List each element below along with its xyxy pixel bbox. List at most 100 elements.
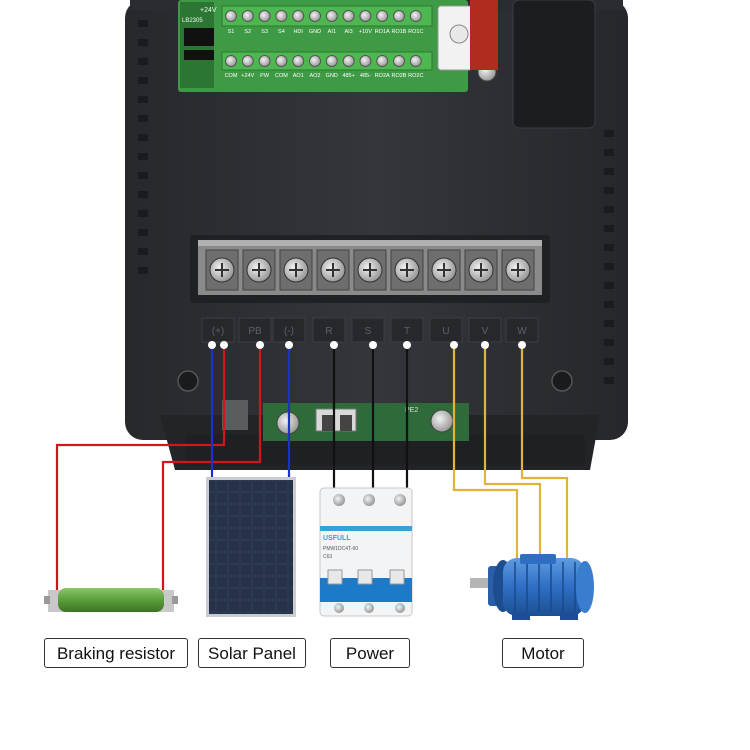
vent-slot <box>604 377 614 384</box>
control-terminal-label: RO2C <box>408 73 423 79</box>
vent-slot <box>138 115 148 122</box>
screw-icon[interactable] <box>325 55 338 67</box>
terminal-label: (-) <box>284 326 294 337</box>
connection-dot <box>220 341 228 349</box>
board-small-print: +24V <box>200 7 217 14</box>
motor-caption: Motor <box>502 638 584 668</box>
control-terminal-label: 485- <box>360 73 371 79</box>
screw-icon[interactable] <box>409 55 422 67</box>
vent-slot <box>138 191 148 198</box>
breaker-brand: USFULL <box>323 535 351 542</box>
vent-slot <box>138 210 148 217</box>
screw-icon[interactable] <box>258 55 271 67</box>
circuit-breaker-icon: USFULL PMW1DC4T-60 C63 <box>319 487 413 617</box>
connection-dot <box>256 341 264 349</box>
control-terminal-label: S2 <box>244 29 251 35</box>
screw-icon[interactable] <box>409 10 422 22</box>
vent-slot <box>604 282 614 289</box>
yellow-wire <box>452 345 519 565</box>
red-wire <box>55 345 226 592</box>
power-terminal-block <box>190 235 550 303</box>
vent-slot <box>604 187 614 194</box>
control-terminal-label: S4 <box>278 29 285 35</box>
housing-vents <box>138 20 614 384</box>
connection-dot <box>208 341 216 349</box>
screw-icon[interactable] <box>292 55 305 67</box>
vent-slot <box>604 206 614 213</box>
screw-icon[interactable] <box>225 55 237 67</box>
screw-icon[interactable] <box>376 10 389 22</box>
vent-slot <box>604 320 614 327</box>
screw-icon[interactable] <box>225 10 237 22</box>
screw-icon[interactable] <box>393 55 405 67</box>
pe-label: PE2 <box>405 407 418 414</box>
control-terminal-label: +24V <box>241 73 254 79</box>
screw-icon[interactable] <box>309 55 321 67</box>
control-terminal-label: PW <box>260 73 270 79</box>
yellow-wire <box>520 345 569 565</box>
screw-icon[interactable] <box>359 55 372 67</box>
control-terminal-label: RO1C <box>408 29 423 35</box>
control-terminal-label: AO1 <box>293 73 304 79</box>
control-terminal-label: COM <box>275 73 288 79</box>
screw-icon[interactable] <box>258 10 271 22</box>
vent-slot <box>138 77 148 84</box>
motor-icon <box>470 554 594 620</box>
control-terminal-label: RO2B <box>392 73 407 79</box>
screw-icon[interactable] <box>342 55 355 67</box>
screw-icon <box>430 409 454 433</box>
vent-slot <box>138 267 148 274</box>
screw-icon[interactable] <box>275 55 288 67</box>
vent-slot <box>138 134 148 141</box>
control-terminal-label: 485+ <box>342 73 354 79</box>
terminal-label: V <box>482 326 489 337</box>
screw-icon[interactable] <box>359 10 372 22</box>
yellow-wire <box>483 345 542 565</box>
screw-icon[interactable] <box>393 10 405 22</box>
screw-icon[interactable] <box>325 10 338 22</box>
wires <box>55 345 569 592</box>
screw-icon[interactable] <box>376 55 389 67</box>
board-small-print: LB2305 <box>182 18 203 24</box>
vent-slot <box>604 263 614 270</box>
braking-resistor-caption: Braking resistor <box>44 638 188 668</box>
screw-icon[interactable] <box>309 10 321 22</box>
screw-icon[interactable] <box>275 10 288 22</box>
control-terminal-label: COM <box>225 73 238 79</box>
terminal-label: S <box>365 326 372 337</box>
terminal-connection-dots <box>208 341 526 349</box>
vent-slot <box>604 130 614 137</box>
connection-dot <box>518 341 526 349</box>
control-terminal-label: +10V <box>359 29 372 35</box>
screw-icon[interactable] <box>292 10 305 22</box>
connection-dot <box>450 341 458 349</box>
connection-dot <box>285 341 293 349</box>
vent-slot <box>604 301 614 308</box>
vent-slot <box>138 58 148 65</box>
vent-slot <box>604 168 614 175</box>
jumper-pins <box>184 28 214 60</box>
screw-icon[interactable] <box>241 55 254 67</box>
screw-icon <box>177 370 199 392</box>
terminal-label: U <box>442 326 449 337</box>
vent-slot <box>138 153 148 160</box>
connection-dot <box>330 341 338 349</box>
control-terminal-label: RO1B <box>392 29 407 35</box>
control-terminal-label: GND <box>326 73 338 79</box>
vent-slot <box>604 358 614 365</box>
terminal-label: (+) <box>212 326 225 337</box>
screw-icon[interactable] <box>342 10 355 22</box>
connection-dot <box>369 341 377 349</box>
vent-slot <box>604 225 614 232</box>
vent-slot <box>138 248 148 255</box>
terminal-label: R <box>325 326 332 337</box>
control-terminal-label: S1 <box>228 29 235 35</box>
control-terminal-label: GND <box>309 29 321 35</box>
vent-slot <box>138 96 148 103</box>
pe-area: PE2 <box>222 400 469 441</box>
terminal-label: PB <box>248 326 262 337</box>
screw-icon[interactable] <box>241 10 254 22</box>
resistor-icon <box>44 588 178 612</box>
